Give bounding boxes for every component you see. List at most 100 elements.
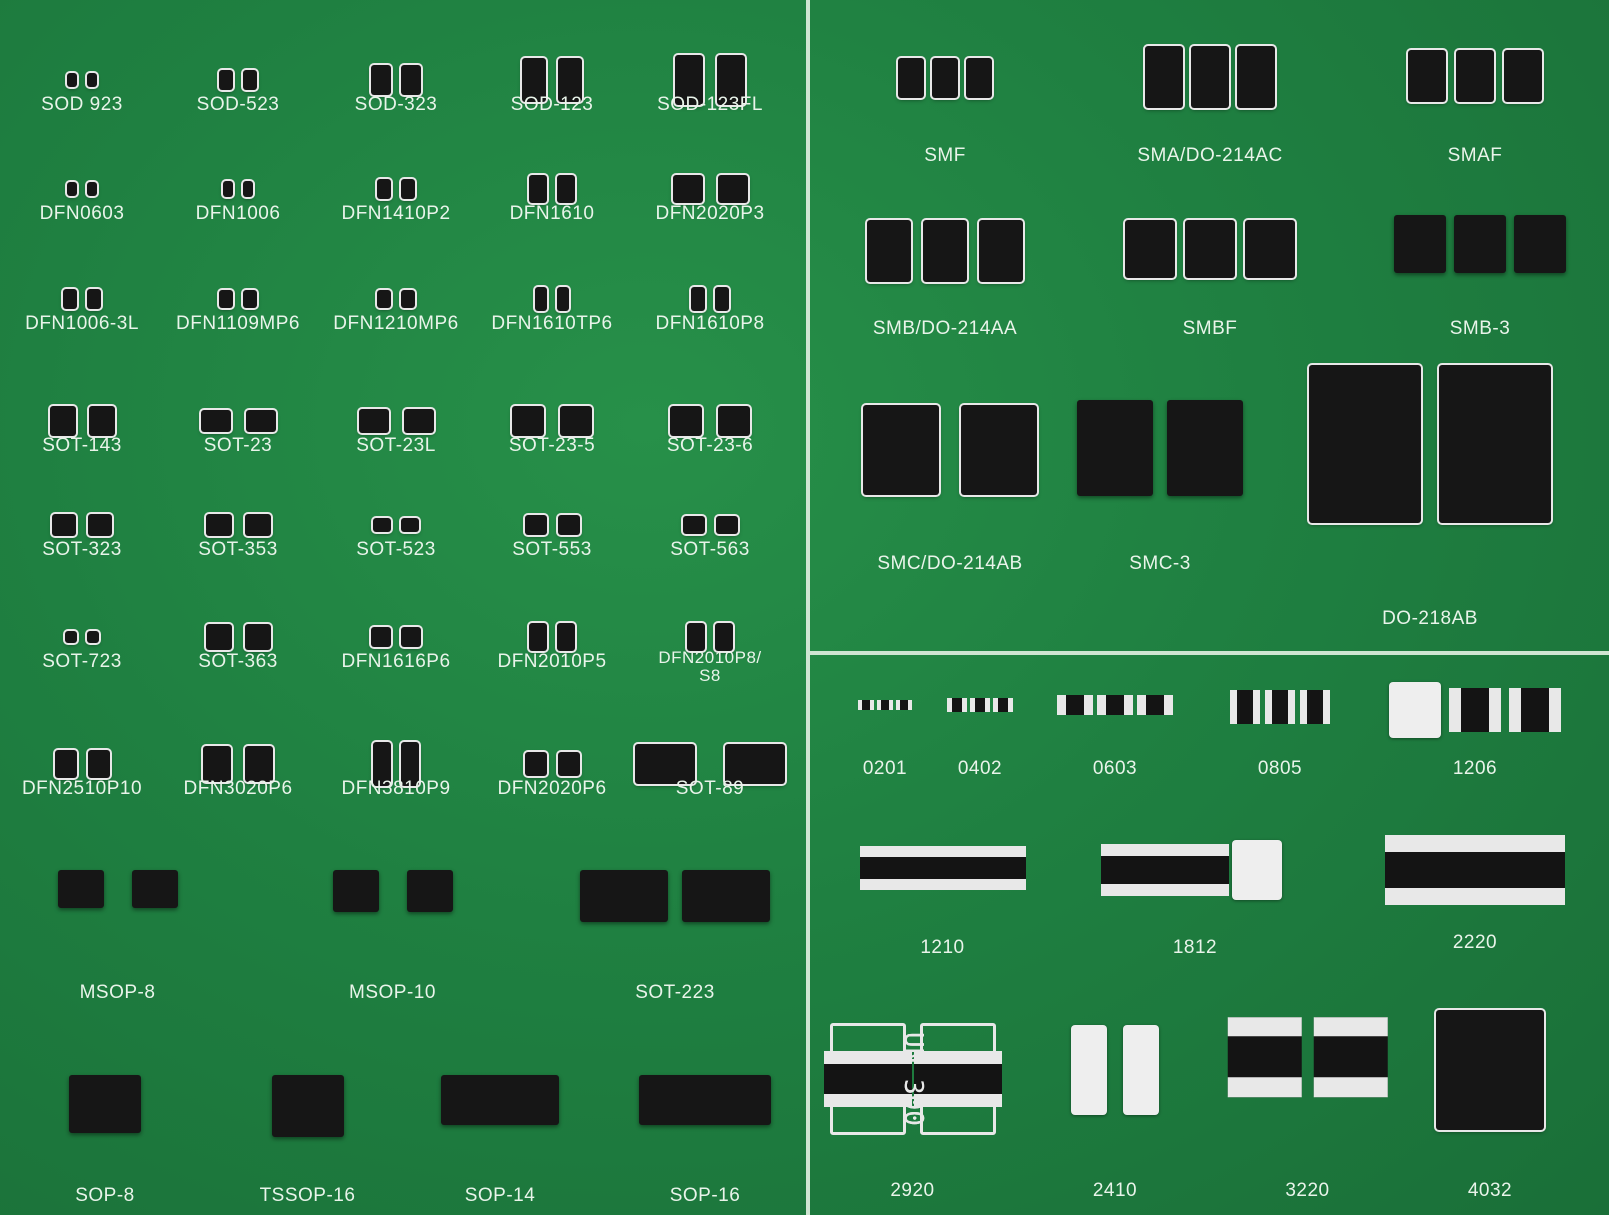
component-body	[558, 58, 582, 102]
panel-divider-vertical	[806, 0, 810, 1215]
resistor-body	[1101, 844, 1167, 896]
package-msop-8: MSOP-8	[25, 860, 210, 1010]
package-cell: DFN0603	[7, 151, 157, 231]
ic-body	[271, 1075, 344, 1137]
component-row	[1385, 215, 1575, 273]
package-cell: DFN1109MP6	[163, 261, 313, 341]
component-row	[1045, 695, 1185, 715]
component-body	[715, 516, 738, 534]
diode-body	[1077, 400, 1153, 496]
footprint: UN 300	[898, 1023, 1002, 1135]
component-body	[52, 514, 76, 536]
package-sot-223: SOT-223	[560, 850, 790, 1010]
component	[620, 1075, 790, 1125]
component-body	[715, 623, 733, 651]
package-label: 2410	[1092, 1180, 1138, 1201]
package-label: DFN3020P6	[183, 778, 293, 799]
package-0805: 0805	[1215, 685, 1345, 785]
package-cell: DFN3020P6	[163, 726, 313, 806]
component-body	[557, 623, 575, 651]
component-row	[1040, 1025, 1190, 1115]
package-label: SOT-363	[198, 651, 278, 672]
package-smb: SMB/DO-214AA	[850, 210, 1040, 345]
component-body	[401, 179, 415, 199]
package-cell: SOD-523	[163, 42, 313, 122]
component-body	[205, 624, 232, 650]
package-label: DFN1006	[195, 203, 281, 224]
component-row	[935, 698, 1025, 712]
package-cell: SOD 923	[7, 42, 157, 122]
package-cell: DFN1610P8	[635, 261, 785, 341]
package-0603: 0603	[1045, 690, 1185, 785]
diode-body	[1167, 400, 1243, 496]
diode-body	[1454, 215, 1506, 273]
resistor-body	[1230, 690, 1260, 724]
component-pair	[635, 623, 785, 651]
package-label: SOT-89	[675, 778, 745, 799]
component-row	[1385, 823, 1565, 917]
package-cell: DFN1410P2	[321, 151, 471, 231]
component-body	[725, 744, 785, 784]
component-row	[1100, 46, 1320, 108]
component	[220, 1075, 395, 1137]
package-label: SOT-553	[512, 539, 592, 560]
component-pair	[163, 181, 313, 197]
resistor-body	[1097, 695, 1133, 715]
package-smf: SMF	[860, 40, 1030, 180]
component-pair	[163, 624, 313, 650]
resistor-body	[1057, 695, 1093, 715]
resistor-body	[896, 700, 913, 710]
package-label: 1206	[1452, 758, 1498, 779]
package-label: SOD-323	[354, 94, 438, 115]
ic-body	[332, 870, 379, 912]
component	[420, 1075, 580, 1125]
package-0201: 0201	[840, 690, 930, 785]
resistor-body	[993, 698, 1013, 712]
diode-body	[1125, 220, 1175, 278]
component-body	[691, 287, 705, 311]
component-pair	[560, 870, 790, 922]
component-body	[371, 65, 391, 95]
diode-body	[1185, 220, 1235, 278]
component-body	[219, 70, 233, 90]
package-label: SOT-223	[635, 982, 715, 1003]
package-label: DO-218AB	[1382, 608, 1478, 629]
capacitor-body	[1389, 682, 1441, 738]
package-cell: DFN2020P6	[477, 726, 627, 806]
component-body	[687, 623, 705, 651]
package-cell: DFN1006-3L	[7, 261, 157, 341]
package-label: SOT-23L	[356, 435, 436, 456]
component-pair	[7, 631, 157, 643]
package-cell: DFN1006	[163, 151, 313, 231]
component-pair	[477, 287, 627, 311]
component-body	[373, 518, 391, 532]
component-body	[675, 55, 703, 105]
package-cell: SOT-23	[163, 383, 313, 463]
package-1812: 1812	[1090, 825, 1300, 965]
package-cell: SOT-23L	[321, 383, 471, 463]
diode-body	[1439, 365, 1551, 523]
package-2920: UN 300 UN 300 2920	[823, 1015, 1002, 1205]
diode-body	[1145, 46, 1183, 108]
diode-body	[1394, 215, 1446, 273]
component-pair	[163, 290, 313, 308]
component-body	[401, 290, 415, 308]
component-pair	[477, 406, 627, 436]
component-row	[840, 700, 930, 710]
component-pair	[7, 73, 157, 87]
package-label: SOD-123FL	[657, 94, 763, 115]
package-label: 1210	[920, 937, 965, 958]
diode-body	[966, 58, 992, 98]
package-0402: 0402	[935, 690, 1025, 785]
component-pair	[635, 287, 785, 311]
package-label: DFN3810P9	[341, 778, 451, 799]
ic-body	[131, 870, 178, 908]
package-label: DFN1210MP6	[333, 313, 459, 334]
package-cell: DFN2020P3	[635, 151, 785, 231]
package-do-218ab: DO-218AB	[1285, 360, 1575, 630]
package-label: SOT-143	[42, 435, 122, 456]
component	[1410, 1010, 1570, 1130]
component-pair	[635, 175, 785, 203]
capacitor-body	[1232, 840, 1282, 900]
package-label: SOP-16	[669, 1185, 741, 1206]
